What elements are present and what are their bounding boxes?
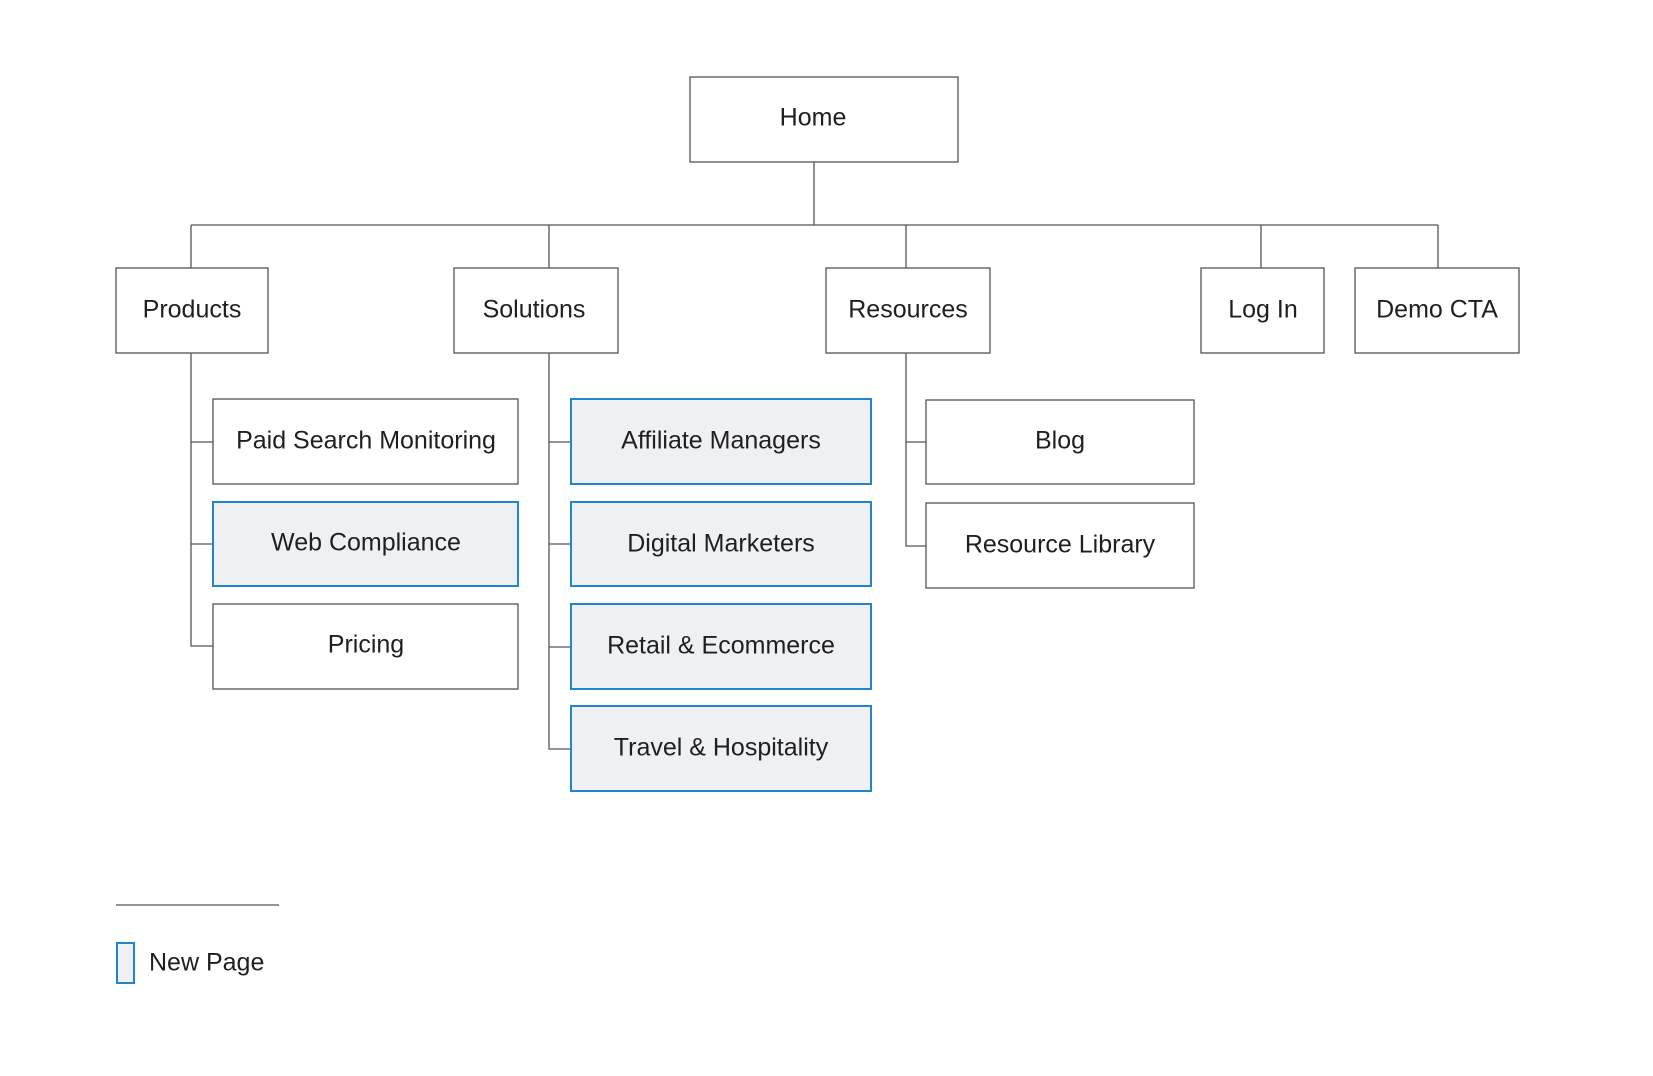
connector-solutions-children [548,353,571,750]
connector-products-children [190,353,213,647]
node-affiliate-managers: Affiliate Managers [570,398,872,485]
node-demo-cta: Demo CTA [1354,267,1520,354]
node-digital-marketers: Digital Marketers [570,501,872,587]
legend: New Page [116,904,279,984]
node-products: Products [115,267,269,354]
node-blog: Blog [925,399,1195,485]
node-resource-library-label: Resource Library [965,531,1156,559]
node-resources: Resources [825,267,991,354]
node-home: Home [689,76,959,163]
node-demo-cta-label: Demo CTA [1376,296,1498,324]
node-resource-library: Resource Library [925,502,1195,589]
node-pricing: Pricing [212,603,519,690]
node-retail-ecommerce-label: Retail & Ecommerce [607,632,835,660]
node-retail-ecommerce: Retail & Ecommerce [570,603,872,690]
node-travel-hospitality-label: Travel & Hospitality [614,734,829,762]
node-web-compliance: Web Compliance [212,501,519,587]
node-digital-marketers-label: Digital Marketers [627,530,815,558]
node-solutions-label: Solutions [483,296,586,324]
node-paid-search-monitoring-label: Paid Search Monitoring [236,427,496,455]
node-login-label: Log In [1228,296,1298,324]
connectors [190,162,1439,750]
node-blog-label: Blog [1035,427,1085,455]
legend-new-page-swatch [116,942,135,984]
node-paid-search-monitoring: Paid Search Monitoring [212,398,519,485]
node-login: Log In [1200,267,1325,354]
connector-resources-children [905,353,926,547]
node-affiliate-managers-label: Affiliate Managers [621,427,821,455]
node-travel-hospitality: Travel & Hospitality [570,705,872,792]
node-web-compliance-label: Web Compliance [271,529,461,557]
legend-new-page-label: New Page [149,949,264,977]
node-resources-label: Resources [848,296,968,324]
node-pricing-label: Pricing [328,631,404,659]
node-products-label: Products [143,296,242,324]
node-home-label: Home [780,104,847,132]
node-solutions: Solutions [453,267,619,354]
